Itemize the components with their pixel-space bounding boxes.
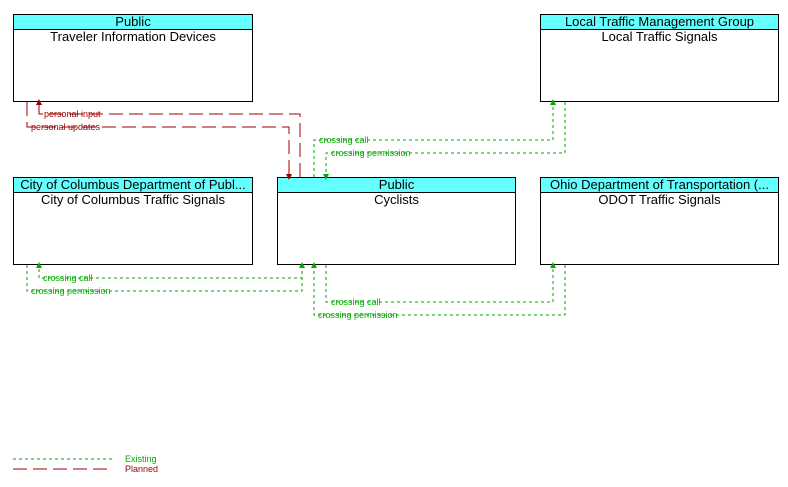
node-name: Cyclists [374,193,419,207]
node-traveler-information-devices[interactable]: Public Traveler Information Devices [13,14,253,102]
flow-columbus-crossing-permission-line [26,262,305,292]
flow-personal-input-line [36,99,301,177]
node-header: Public [14,15,252,30]
node-name: City of Columbus Traffic Signals [41,193,225,207]
node-header: Local Traffic Management Group [541,15,778,30]
node-name: Traveler Information Devices [50,30,216,44]
flow-personal-updates-label: personal updates [31,122,101,132]
node-header: Public [278,178,515,193]
node-city-of-columbus-traffic-signals[interactable]: City of Columbus Department of Publ... C… [13,177,253,265]
node-cyclists[interactable]: Public Cyclists [277,177,516,265]
legend-planned-label: Planned [125,464,158,474]
legend-existing-label: Existing [125,454,157,464]
node-name: Local Traffic Signals [601,30,718,44]
node-name: ODOT Traffic Signals [598,193,721,207]
flow-columbus-crossing-permission-label: crossing permission [31,286,111,296]
flow-personal-input-label: personal input [44,109,101,119]
node-header: Ohio Department of Transportation (... [541,178,778,193]
flow-local-crossing-call-line [313,99,556,177]
flow-odot-crossing-call-line [325,262,556,303]
node-odot-traffic-signals[interactable]: Ohio Department of Transportation (... O… [540,177,779,265]
node-local-traffic-signals[interactable]: Local Traffic Management Group Local Tra… [540,14,779,102]
flow-odot-crossing-call-label: crossing call [331,297,381,307]
flow-odot-crossing-permission-line [311,262,566,316]
flow-personal-updates-line [26,102,292,180]
flow-local-crossing-permission-line [323,102,566,180]
flow-local-crossing-call-label: crossing call [319,135,369,145]
node-header: City of Columbus Department of Publ... [14,178,252,193]
flow-local-crossing-permission-label: crossing permission [331,148,411,158]
flow-columbus-crossing-call-label: crossing call [43,273,93,283]
flow-odot-crossing-permission-label: crossing permission [318,310,398,320]
